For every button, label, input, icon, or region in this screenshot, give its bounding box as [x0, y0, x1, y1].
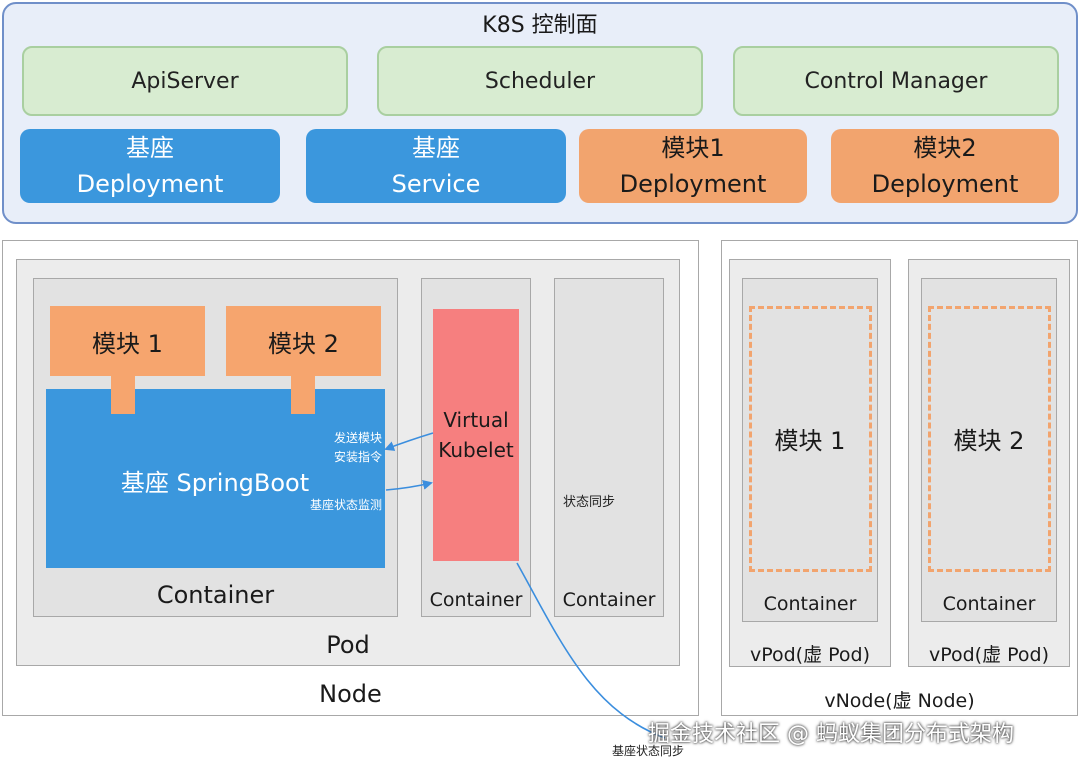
- module1-stem: [111, 389, 135, 414]
- vpod-2-label: vPod(虚 Pod): [928, 643, 1050, 666]
- send-install-label: 发送模块 安装指令: [300, 429, 382, 469]
- base-service-box: 基座 Service: [306, 129, 566, 203]
- module2-deployment-line1: 模块2: [913, 134, 977, 162]
- control-manager-box: Control Manager: [733, 46, 1059, 116]
- module1-tab: 模块 1: [50, 306, 205, 376]
- main-container-label: Container: [156, 581, 275, 609]
- node-label: Node: [319, 680, 382, 708]
- send-install-arrow: [384, 432, 434, 451]
- vpod-2-module-slot: [928, 306, 1051, 572]
- base-sync-label: 基座状态同步: [612, 744, 685, 758]
- kubelet-line2: Kubelet: [438, 438, 514, 462]
- sync-label: 状态同步: [563, 495, 616, 510]
- base-deployment-line1: 基座: [126, 134, 174, 162]
- send-install-line2: 安装指令: [333, 450, 382, 465]
- module1-deployment-line2: Deployment: [619, 170, 767, 198]
- vpod-1-label: vPod(虚 Pod): [749, 643, 871, 666]
- monitor-label: 基座状态监测: [309, 498, 382, 512]
- vpod-2-container: [921, 278, 1057, 622]
- base-service-line2: Service: [391, 170, 481, 198]
- vnode-label: vNode(虚 Node): [824, 689, 975, 712]
- virtual-kubelet: Virtual Kubelet: [433, 309, 519, 561]
- kubelet-container-label: Container: [429, 589, 523, 611]
- watermark-text: 掘金技术社区 @ 蚂蚁集团分布式架构: [648, 722, 1014, 747]
- sync-container-label: Container: [562, 589, 656, 611]
- module2-deployment-line2: Deployment: [871, 170, 1019, 198]
- control-plane-title: K8S 控制面: [482, 13, 598, 38]
- base-service-line1: 基座: [412, 134, 460, 162]
- kubelet-line1: Virtual: [443, 408, 509, 432]
- vpod-2-container-label: Container: [942, 593, 1036, 615]
- base-deployment-box: 基座 Deployment: [20, 129, 280, 203]
- module2-deployment-box: 模块2 Deployment: [831, 129, 1059, 203]
- base-deployment-line2: Deployment: [76, 170, 224, 198]
- springboot-base: [46, 389, 385, 568]
- vpod-1-container-label: Container: [763, 593, 857, 615]
- module2-stem: [291, 389, 315, 414]
- apiserver-box: ApiServer: [22, 46, 348, 116]
- module2-tab: 模块 2: [226, 306, 381, 376]
- vpod-1-module-slot: [749, 306, 872, 572]
- send-install-line1: 发送模块: [333, 431, 382, 445]
- vpod-1-container: [742, 278, 878, 622]
- module1-deployment-box: 模块1 Deployment: [579, 129, 807, 203]
- scheduler-box: Scheduler: [377, 46, 703, 116]
- pod-label: Pod: [326, 631, 370, 659]
- sync-container: [554, 278, 664, 617]
- springboot-label: 基座 SpringBoot: [120, 468, 310, 497]
- vpod-1-module: 模块 1: [774, 426, 846, 455]
- vpod-2-module: 模块 2: [953, 426, 1025, 455]
- module1-deployment-line1: 模块1: [661, 134, 725, 162]
- monitor-arrow: [385, 479, 433, 491]
- base-sync-connector: [516, 562, 666, 739]
